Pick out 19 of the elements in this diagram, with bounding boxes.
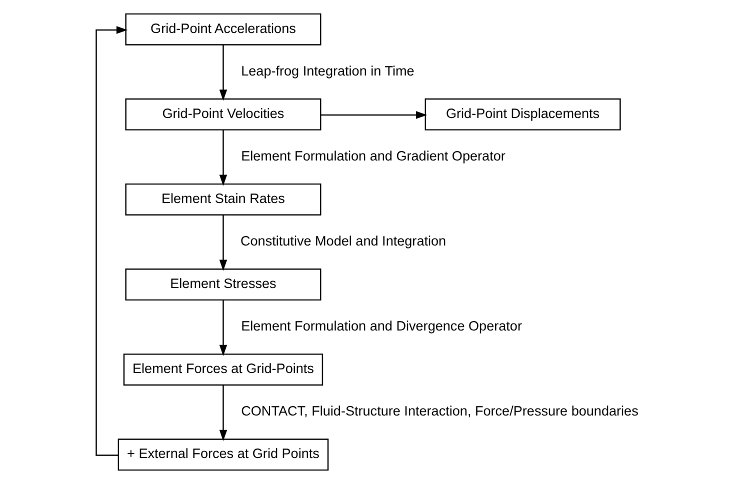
node-box: Element Forces at Grid-Points: [122, 353, 323, 386]
node-box: Grid-Point Velocities: [124, 98, 321, 130]
node-box: Grid-Point Displacements: [424, 98, 620, 130]
arrow: [320, 110, 427, 118]
node-box: Grid-Point Accelerations: [124, 12, 321, 45]
arrow: [218, 300, 227, 356]
edge-label: Element Formulation and Divergence Operator: [240, 318, 522, 334]
node-box: Element Stresses: [124, 268, 321, 300]
edge-label: Constitutive Model and Integration: [240, 232, 446, 248]
arrow: [218, 44, 227, 100]
arrow: [218, 130, 227, 186]
edge-label: Leap-frog Integration in Time: [240, 62, 414, 78]
edge-label: CONTACT, Fluid-Structure Interaction, Force/Pressure boundaries: [240, 403, 638, 418]
node-box: Element Stain Rates: [124, 182, 321, 215]
edge-label: Element Formulation and Gradient Operator: [240, 148, 505, 163]
arrow: [218, 214, 227, 270]
arrow: [95, 26, 128, 456]
arrow: [218, 384, 227, 441]
node-box: + External Forces at Grid Points: [117, 438, 328, 470]
